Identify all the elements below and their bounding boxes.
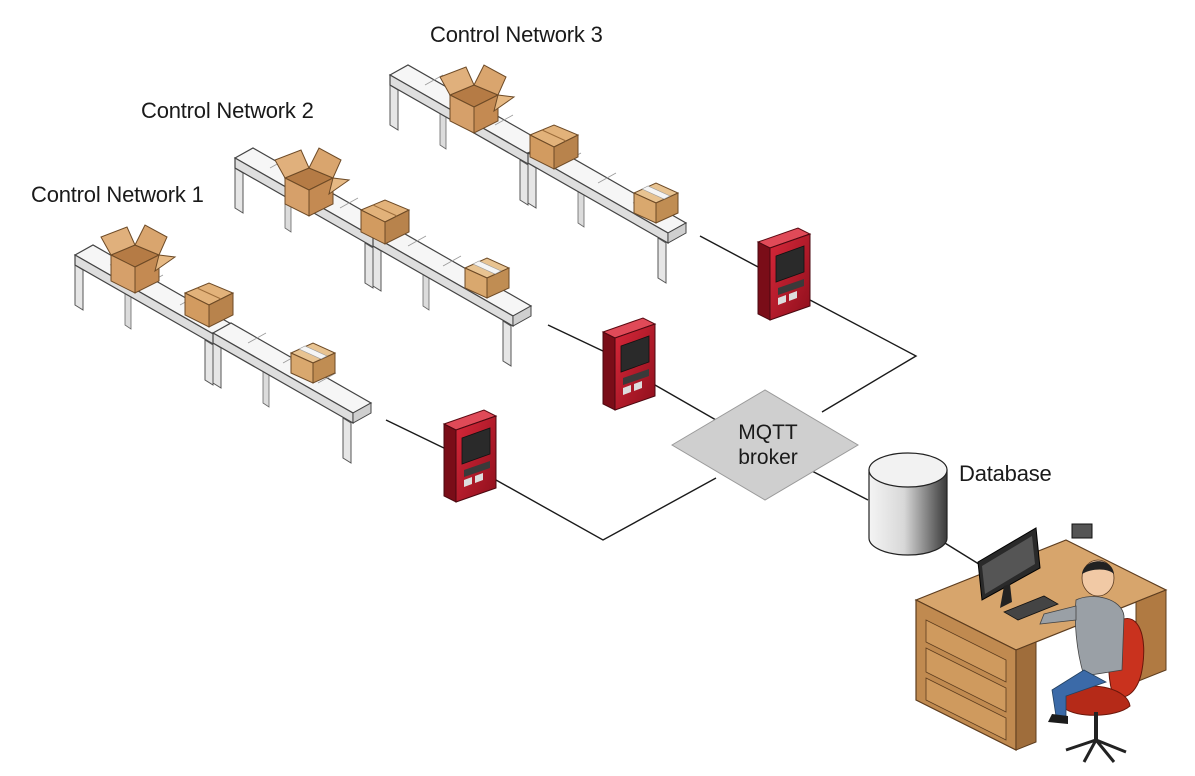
database-icon [868,452,948,556]
line-network2-to-groov2 [547,324,606,353]
conveyor-network-1 [74,224,372,464]
groov-device-icon [602,317,656,411]
label-control-network-2: Control Network 2 [141,98,314,123]
database-label: Database [959,461,1052,486]
workstation-icon [914,522,1168,764]
label-control-network-1: Control Network 1 [31,182,204,207]
line-groov1-to-broker [495,477,717,541]
line-groov2-to-broker [654,384,717,421]
network-lines [385,235,983,567]
line-groov3-to-broker [809,299,918,413]
broker-label-line2: broker [738,446,798,469]
broker-label-line1: MQTT [738,421,798,444]
broker-label: MQTT broker [708,420,828,470]
line-network3-to-groov3 [699,235,761,269]
groov-device-icon [443,409,497,503]
conveyor-network-2 [234,147,532,367]
label-control-network-3: Control Network 3 [430,22,603,47]
line-database-to-computer [939,539,983,567]
groov-device-icon [757,227,811,321]
line-broker-to-database [809,469,869,501]
mqtt-broker-shape [671,389,859,501]
line-network1-to-groov1 [385,419,449,451]
